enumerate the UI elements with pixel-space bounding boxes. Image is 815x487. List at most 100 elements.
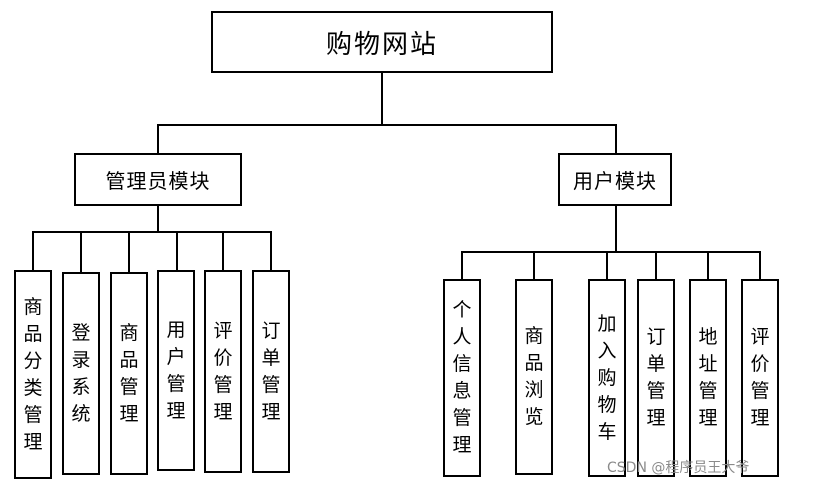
user-child-connector	[707, 251, 709, 280]
admin-child-node: 订单管理	[252, 270, 290, 473]
user-module-label: 用户模块	[573, 169, 657, 193]
user-child-label: 地址管理	[698, 324, 717, 432]
user-module-node: 用户模块	[558, 153, 672, 206]
label-char: 分	[23, 349, 43, 372]
label-char: 览	[524, 406, 544, 428]
label-char: 单	[646, 353, 666, 375]
label-char: 管	[261, 373, 281, 396]
label-char: 管	[119, 375, 139, 398]
label-char: 录	[71, 348, 91, 371]
admin-child-node: 登录系统	[62, 272, 100, 475]
connector-user-stem	[615, 205, 617, 252]
user-child-connector	[606, 251, 608, 280]
label-char: 理	[213, 400, 233, 423]
label-char: 评	[213, 319, 233, 342]
label-char: 理	[23, 430, 43, 453]
label-char: 商	[23, 295, 43, 318]
label-char: 理	[166, 399, 186, 422]
label-char: 管	[213, 373, 233, 396]
admin-child-node: 用户管理	[157, 270, 195, 471]
admin-child-label: 登录系统	[71, 320, 90, 428]
root-label: 购物网站	[325, 29, 438, 60]
label-char: 户	[166, 345, 186, 368]
label-char: 品	[23, 322, 43, 345]
connector-admin-drop	[157, 124, 159, 154]
user-child-node: 订单管理	[637, 279, 675, 477]
label-char: 息	[452, 380, 472, 402]
label-char: 个	[452, 299, 472, 321]
user-child-label: 加入购物车	[597, 311, 616, 446]
admin-child-label: 商品管理	[119, 320, 138, 428]
label-char: 品	[119, 348, 139, 371]
label-char: 理	[452, 434, 472, 456]
admin-child-label: 用户管理	[166, 317, 185, 425]
admin-child-label: 订单管理	[261, 318, 280, 426]
user-child-connector	[759, 251, 761, 280]
admin-child-node: 商品分类管理	[14, 270, 52, 479]
label-char: 管	[166, 372, 186, 395]
label-char: 订	[261, 319, 281, 342]
label-char: 信	[452, 353, 472, 375]
label-char: 地	[698, 326, 718, 348]
label-char: 系	[71, 375, 91, 398]
label-char: 价	[750, 353, 770, 375]
admin-child-node: 商品管理	[110, 272, 148, 475]
user-child-label: 个人信息管理	[452, 297, 471, 459]
connector-admin-bus	[32, 231, 272, 233]
label-char: 浏	[524, 379, 544, 401]
user-child-node: 地址管理	[689, 279, 727, 477]
admin-child-connector	[176, 231, 178, 271]
label-char: 类	[23, 376, 43, 399]
label-char: 订	[646, 326, 666, 348]
user-child-label: 评价管理	[750, 324, 769, 432]
label-char: 理	[698, 407, 718, 429]
admin-child-connector	[222, 231, 224, 271]
connector-root-stem	[381, 72, 383, 125]
label-char: 商	[524, 325, 544, 347]
user-child-label: 订单管理	[646, 324, 665, 432]
admin-module-node: 管理员模块	[74, 153, 242, 206]
label-char: 理	[646, 407, 666, 429]
label-char: 管	[646, 380, 666, 402]
label-char: 用	[166, 318, 186, 341]
label-char: 管	[750, 380, 770, 402]
label-char: 管	[698, 380, 718, 402]
label-char: 物	[597, 393, 617, 416]
admin-child-node: 评价管理	[204, 270, 242, 473]
user-child-node: 加入购物车	[588, 279, 626, 477]
label-char: 车	[597, 420, 617, 443]
label-char: 登	[71, 321, 91, 344]
label-char: 购	[597, 366, 617, 389]
label-char: 统	[71, 402, 91, 425]
label-char: 管	[23, 403, 43, 426]
user-child-node: 商品浏览	[515, 279, 553, 475]
label-char: 商	[119, 321, 139, 344]
connector-admin-stem	[157, 205, 159, 232]
label-char: 理	[261, 400, 281, 423]
admin-child-connector	[80, 231, 82, 273]
label-char: 管	[452, 407, 472, 429]
user-child-node: 个人信息管理	[443, 279, 481, 477]
watermark: CSDN @程序员王大爷	[607, 460, 750, 476]
admin-child-connector	[270, 231, 272, 271]
label-char: 加	[597, 312, 617, 335]
connector-user-drop	[615, 124, 617, 154]
root-node: 购物网站	[211, 11, 553, 73]
admin-child-label: 商品分类管理	[23, 294, 42, 456]
admin-child-label: 评价管理	[213, 318, 232, 426]
label-char: 单	[261, 346, 281, 369]
user-child-node: 评价管理	[741, 279, 779, 477]
label-char: 址	[698, 353, 718, 375]
user-child-connector	[533, 251, 535, 280]
admin-module-label: 管理员模块	[105, 169, 211, 193]
label-char: 品	[524, 352, 544, 374]
label-char: 入	[597, 339, 617, 362]
admin-child-connector	[32, 231, 34, 271]
label-char: 价	[213, 346, 233, 369]
label-char: 理	[750, 407, 770, 429]
user-child-label: 商品浏览	[524, 323, 543, 431]
user-child-connector	[655, 251, 657, 280]
label-char: 理	[119, 402, 139, 425]
user-child-connector	[461, 251, 463, 280]
connector-user-bus	[461, 251, 761, 253]
